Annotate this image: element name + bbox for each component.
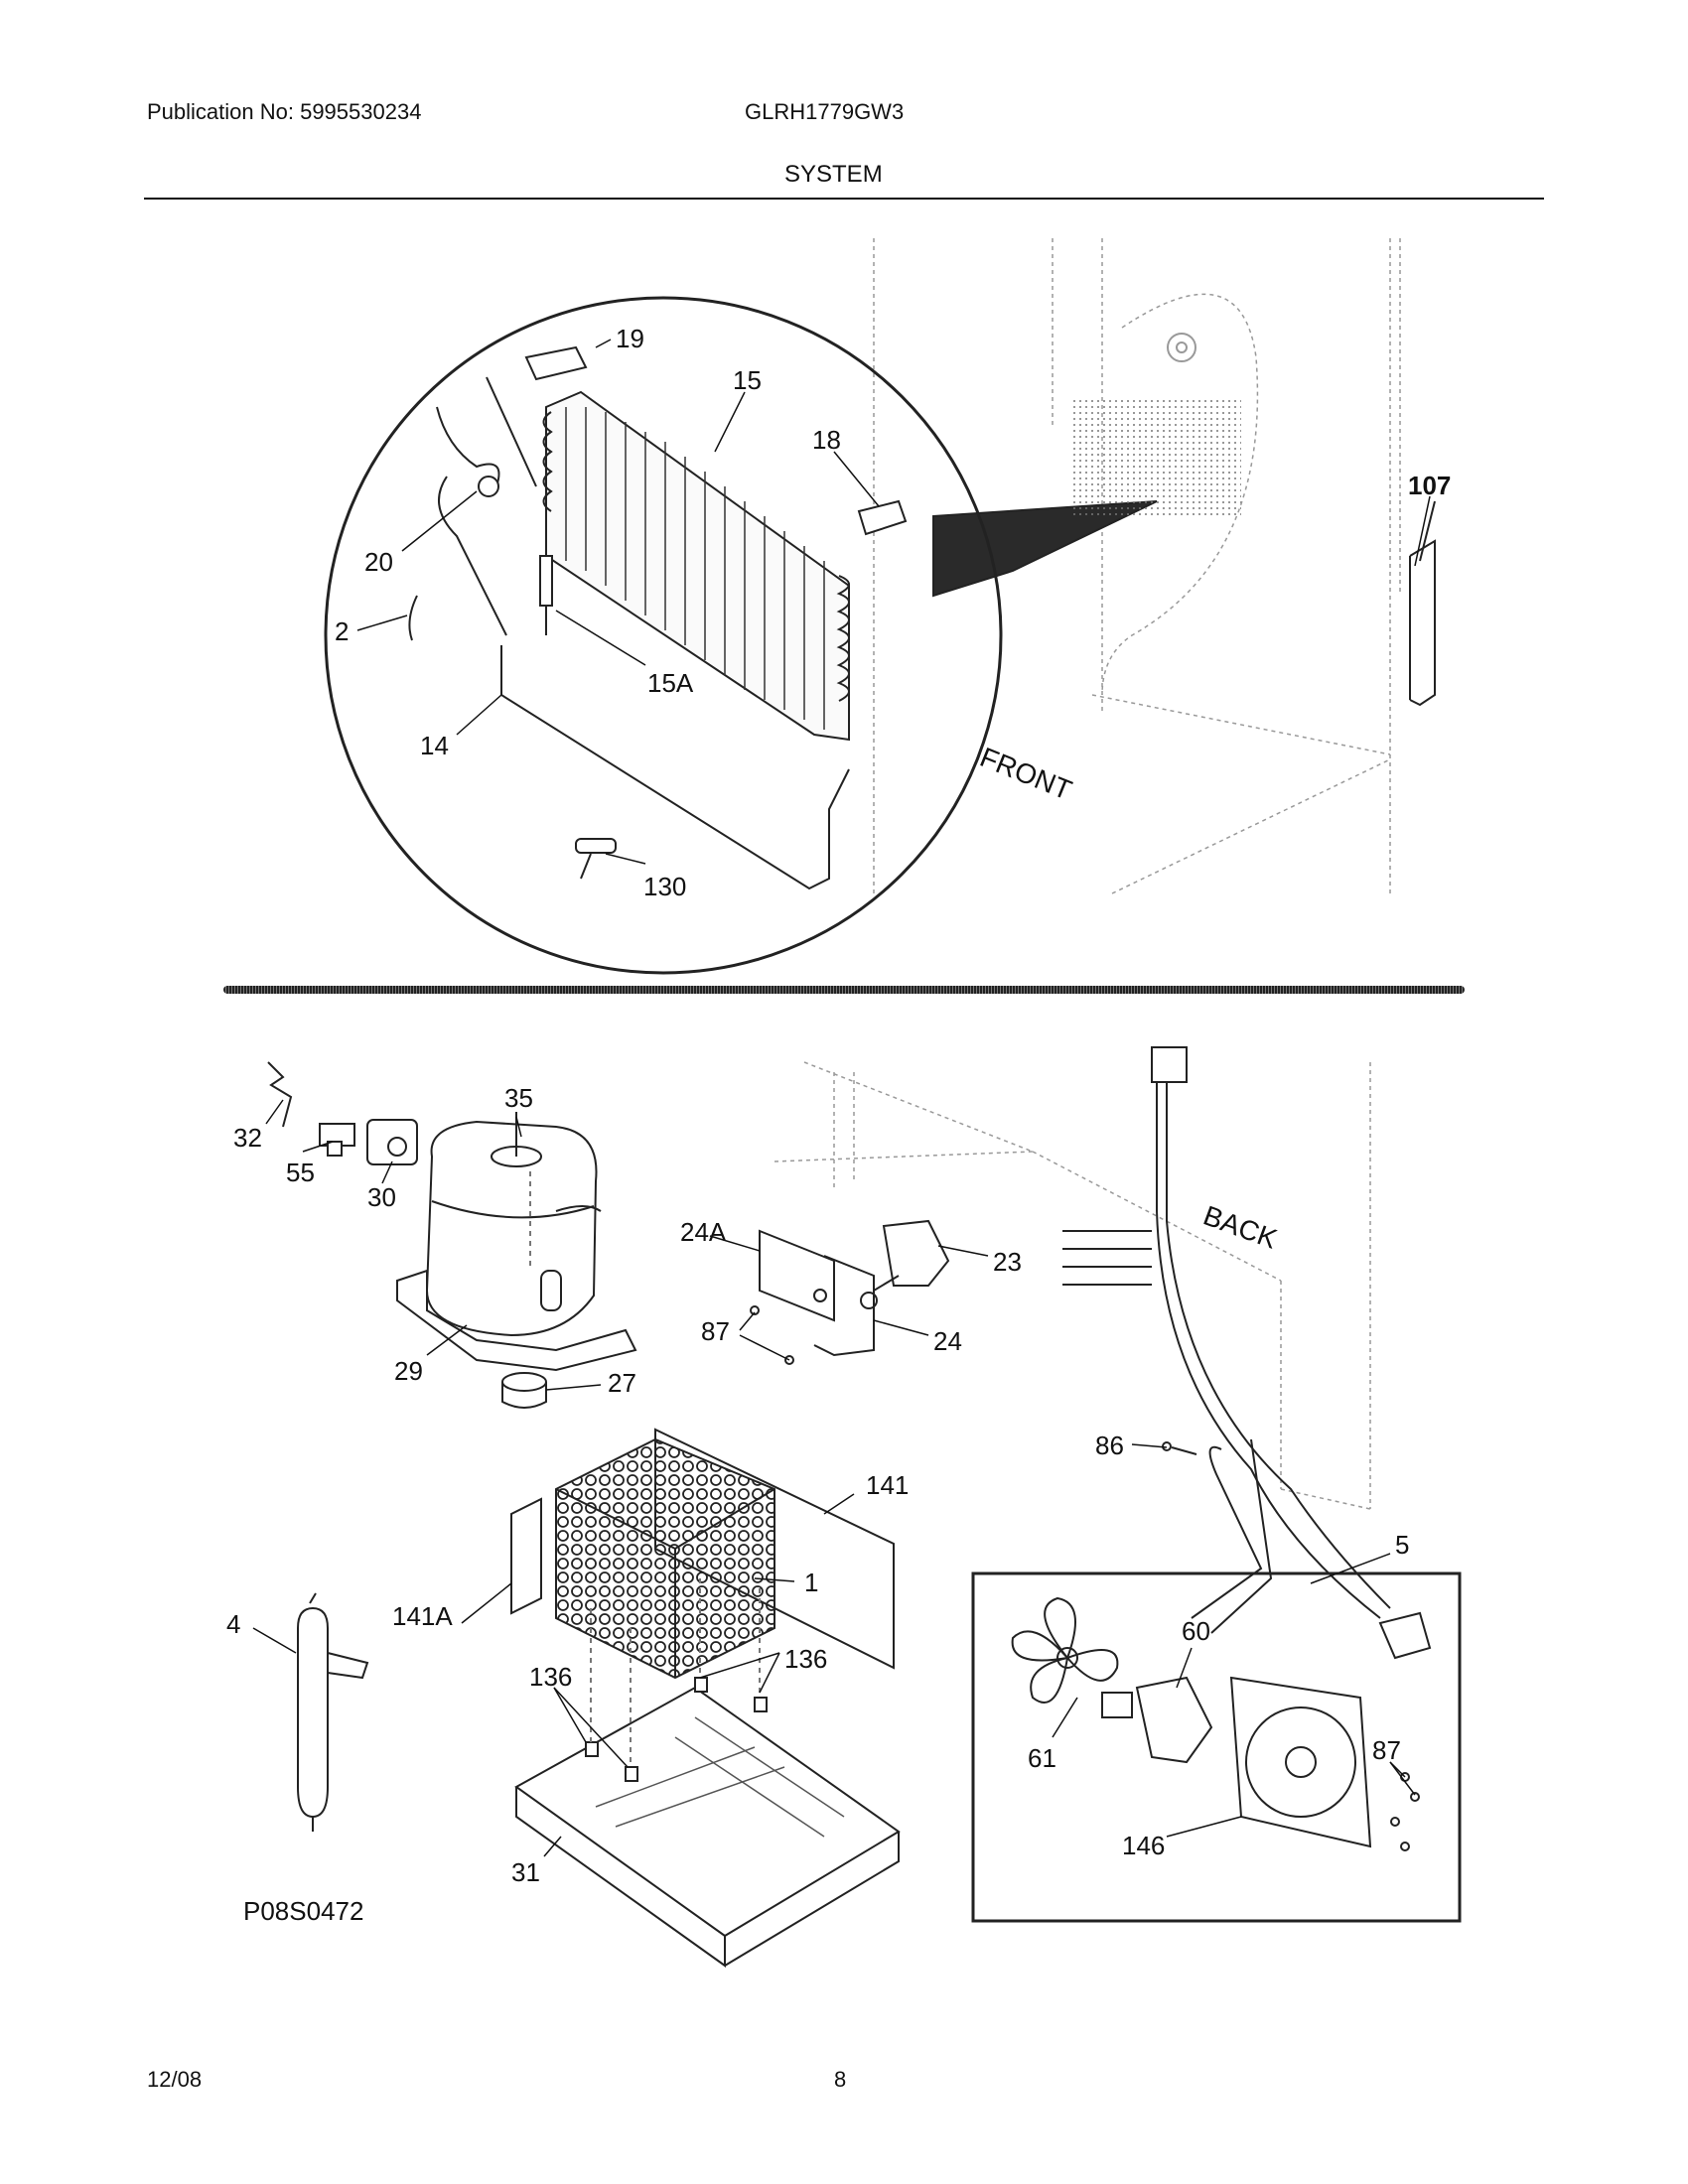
page-number: 8	[834, 2067, 847, 2092]
part-harness	[1062, 1046, 1432, 1660]
part-30-relay	[366, 1119, 418, 1165]
part-24A-board	[759, 1229, 835, 1322]
header-rule	[144, 198, 1544, 200]
callout-27: 27	[608, 1368, 636, 1398]
fan-inset-frame	[971, 1571, 1462, 1923]
part-15A-probe	[539, 496, 553, 635]
part-86-screw	[1162, 1441, 1197, 1455]
footer-date: 12/08	[147, 2067, 203, 2092]
callout-141: 141	[866, 1470, 909, 1500]
back-label: BACK	[1199, 1200, 1282, 1255]
callout-30: 30	[367, 1182, 396, 1212]
callout-14: 14	[420, 731, 449, 760]
callout-2: 2	[335, 616, 349, 646]
part-20-heater-wire	[436, 376, 850, 890]
part-130-drain	[575, 838, 617, 880]
part-23-timer	[873, 1219, 950, 1292]
part-60-fan-motor	[1101, 1676, 1213, 1764]
model-number: GLRH1779GW3	[745, 99, 905, 124]
part-32-wire	[267, 1061, 293, 1128]
publication-number: Publication No: 5995530234	[147, 99, 422, 124]
callout-87-inset: 87	[1372, 1735, 1401, 1765]
part-15-evaporator	[542, 390, 850, 742]
callout-19: 19	[616, 324, 644, 353]
callout-61: 61	[1028, 1743, 1056, 1773]
part-87-screws-top	[750, 1305, 794, 1365]
callout-4: 4	[226, 1609, 240, 1639]
callout-35: 35	[504, 1083, 533, 1113]
callout-32: 32	[233, 1123, 262, 1153]
callout-130: 130	[643, 872, 686, 901]
callout-24A: 24A	[680, 1217, 727, 1247]
front-label: FRONT	[976, 742, 1076, 806]
part-107-bracket	[1409, 500, 1436, 707]
callout-87: 87	[701, 1316, 730, 1346]
detail-magnifier	[324, 296, 1003, 975]
callout-5: 5	[1395, 1530, 1409, 1560]
part-87-screws-inset	[1390, 1772, 1420, 1851]
part-141A-clip	[510, 1497, 542, 1615]
callout-107: 107	[1408, 471, 1451, 500]
callout-86: 86	[1095, 1431, 1124, 1460]
callout-18: 18	[812, 425, 841, 455]
callout-1: 1	[804, 1568, 818, 1597]
callout-20: 20	[364, 547, 393, 577]
cabinet-back-outline	[774, 1061, 1371, 1510]
section-title: SYSTEM	[784, 161, 883, 188]
cabinet-outline	[873, 238, 1401, 894]
callout-15A: 15A	[647, 668, 694, 698]
section-separator	[223, 986, 1465, 994]
part-2-clip	[408, 595, 418, 641]
part-29-compressor	[396, 1112, 637, 1372]
callout-31: 31	[511, 1857, 540, 1887]
part-146-fan-shroud	[1229, 1676, 1372, 1848]
callout-55: 55	[286, 1158, 315, 1187]
part-24-bracket	[813, 1255, 878, 1357]
callout-15: 15	[733, 365, 762, 395]
callout-146: 146	[1122, 1831, 1165, 1860]
part-61-fan-blade	[1011, 1596, 1119, 1704]
part-18-block	[857, 499, 908, 536]
part-1-condenser	[555, 1437, 775, 1680]
part-55-overload	[319, 1123, 355, 1157]
fan-cover-dots	[1072, 397, 1241, 516]
part-19-block	[524, 345, 588, 381]
callout-29: 29	[394, 1356, 423, 1386]
callout-23: 23	[993, 1247, 1022, 1277]
callout-141A: 141A	[392, 1601, 453, 1631]
callout-136-right: 136	[784, 1644, 827, 1674]
callout-136-left: 136	[529, 1662, 572, 1692]
part-4-drier	[297, 1592, 369, 1832]
drawing-code: P08S0472	[243, 1896, 364, 1926]
callout-60: 60	[1182, 1616, 1210, 1646]
callout-24: 24	[933, 1326, 962, 1356]
part-27-grommet	[501, 1372, 547, 1409]
